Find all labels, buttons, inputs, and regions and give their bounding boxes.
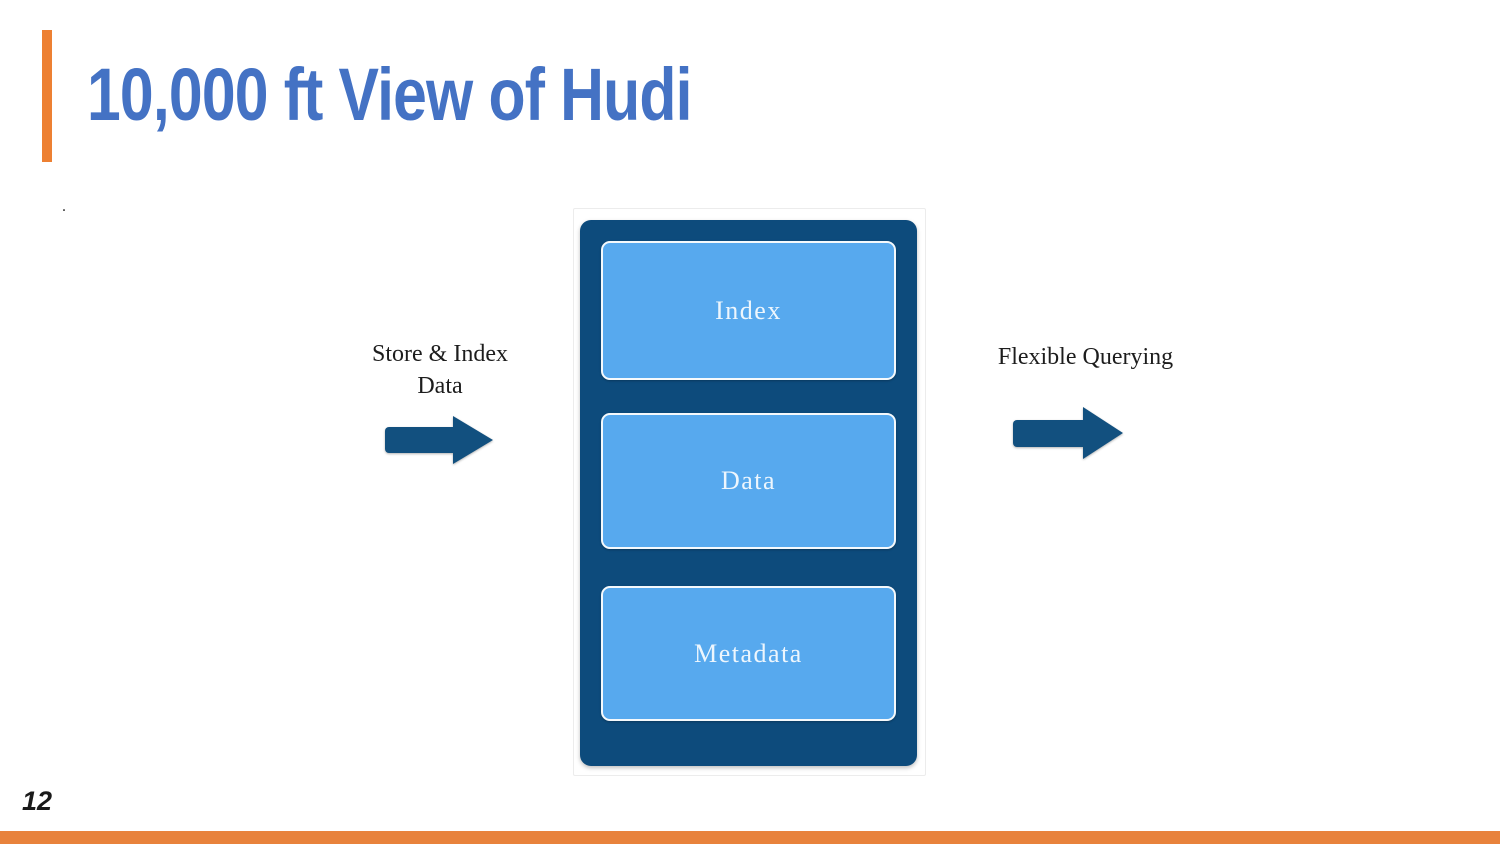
metadata-layer-label: Metadata: [694, 638, 803, 668]
hudi-stack-container: Index Data Metadata: [580, 220, 917, 766]
page-number: 12: [22, 786, 53, 816]
flexible-querying-arrow-icon: [1013, 407, 1123, 459]
store-index-caption: Store & Index Data: [340, 338, 540, 402]
store-index-caption-line2: Data: [417, 373, 463, 399]
store-index-caption-line1: Store & Index: [372, 341, 508, 367]
metadata-layer-box: Metadata: [601, 586, 896, 721]
flexible-querying-caption: Flexible Querying: [997, 344, 1174, 370]
title-accent-bar: [42, 30, 52, 162]
index-layer-label: Index: [715, 295, 782, 325]
stray-dot: .: [62, 198, 66, 215]
index-layer-box: Index: [601, 241, 896, 380]
slide-title: 10,000 ft View of Hudi: [87, 53, 692, 136]
store-index-arrow-icon: [385, 416, 493, 464]
data-layer-label: Data: [720, 466, 777, 495]
data-layer-box: Data: [601, 413, 896, 549]
hudi-diagram-image: Index Data Metadata: [573, 208, 926, 776]
bottom-accent-bar: [0, 831, 1500, 844]
